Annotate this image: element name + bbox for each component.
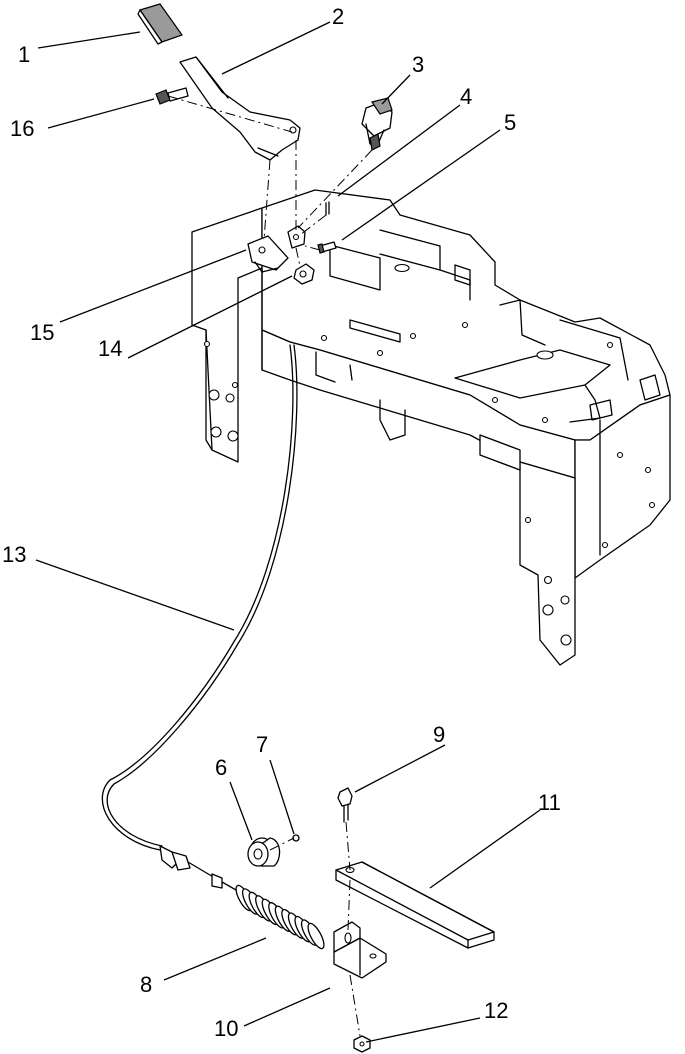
callout-12: 12 [484,998,508,1023]
cap-screw [337,787,353,823]
callout-16: 16 [10,116,34,141]
control-cable [101,344,298,851]
leader-lines [35,21,541,1043]
callout-7: 7 [256,732,268,757]
callout-6: 6 [215,755,227,780]
pedal-switch [361,97,393,151]
callout-5: 5 [504,110,516,135]
callout-labels: 1 2 3 4 5 6 7 8 9 10 11 12 13 14 15 16 [2,4,561,1041]
compression-spring [235,884,325,950]
callout-9: 9 [433,722,445,747]
link-bar [335,861,495,949]
frame-assembly [191,189,671,666]
shoulder-bolt [155,87,189,105]
pedal-pad [137,3,183,45]
callout-3: 3 [412,52,424,77]
callout-15: 15 [30,320,54,345]
callout-1: 1 [18,42,30,67]
roll-pin [325,201,330,216]
pedal-arm [179,56,301,161]
callout-14: 14 [98,336,122,361]
flange-nut [353,1035,371,1053]
callout-13: 13 [2,542,26,567]
callout-2: 2 [332,4,344,29]
pivot-bracket [247,235,289,273]
spring-coil [307,922,325,950]
alignment-lines-lower [269,821,361,1037]
callout-4: 4 [460,84,472,109]
cable-end-fitting [159,845,237,891]
alignment-lines-upper [167,95,373,267]
callout-10: 10 [214,1016,238,1041]
lock-nut [293,263,315,285]
callout-8: 8 [140,972,152,997]
callout-11: 11 [538,790,561,815]
adjuster-collar [247,837,281,867]
mounting-bracket [333,921,387,979]
